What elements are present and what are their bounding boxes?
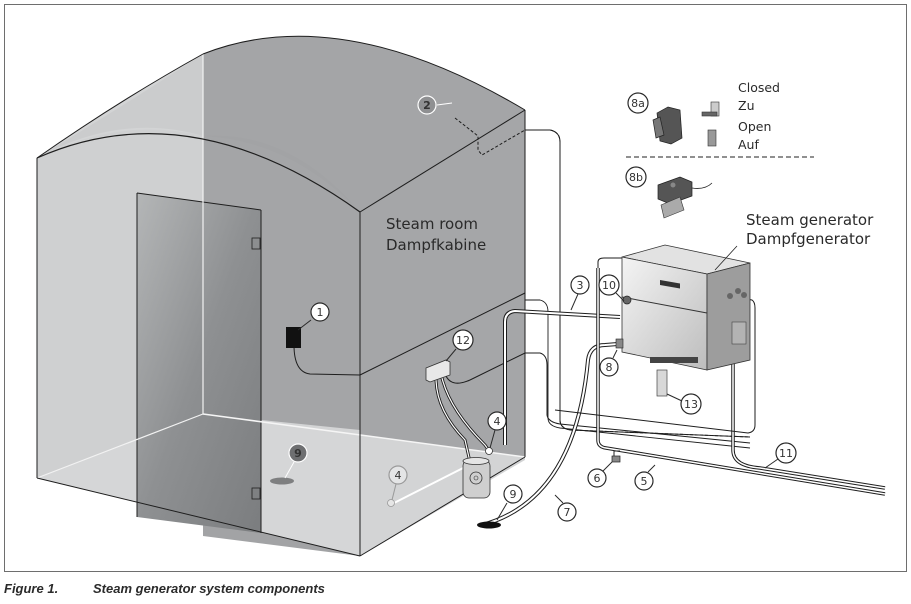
callout-number-4b: 4 [395, 469, 402, 482]
callout-number-7: 7 [564, 506, 571, 519]
callout-number-9b: 9 [510, 488, 517, 501]
manual-valve-8a [652, 101, 720, 147]
callout-circle-3 [570, 275, 590, 295]
power-cable [731, 310, 886, 490]
callout-4a: 4 [487, 411, 507, 449]
valve-closed-label: Closed Zu [738, 80, 784, 113]
steam-room [36, 35, 526, 557]
valve-open-label: Open Auf [738, 119, 775, 152]
pipes [293, 117, 886, 527]
callout-leader-9a [284, 461, 295, 479]
cabin-roof-left [37, 54, 203, 158]
callout-leader-7 [554, 494, 564, 504]
callout-leader-1 [297, 319, 312, 331]
cabin-floor-front [203, 414, 525, 556]
solenoid-valve-8b [657, 176, 713, 219]
control-panel [286, 327, 301, 348]
valve-fitting-4 [387, 447, 493, 507]
callout-number-11: 11 [779, 447, 793, 460]
control-panel-cable [293, 344, 361, 376]
callout-circle-8b [625, 166, 647, 188]
callout-2: 2 [417, 95, 453, 115]
callout-circle-10 [598, 274, 620, 296]
figure-caption: Figure 1. Steam generator system componen… [4, 581, 325, 596]
steam-generator-label: Steam generator Dampfgenerator [746, 211, 878, 248]
callout-4b: 4 [388, 465, 408, 501]
callout-9b: 9 [496, 484, 523, 521]
callout-6: 6 [587, 461, 613, 488]
junction-cable [445, 352, 751, 444]
callout-number-12: 12 [456, 334, 470, 347]
callout-number-4a: 4 [494, 415, 501, 428]
callout-number-6: 6 [594, 472, 601, 485]
cabin-roof [203, 36, 525, 212]
callout-number-5: 5 [641, 475, 648, 488]
callout-circle-4b [388, 465, 408, 485]
steam-generator-leader [714, 245, 738, 271]
callout-circle-1 [310, 302, 330, 322]
callout-circle-8a [627, 92, 649, 114]
glass-door [137, 193, 261, 533]
callout-circle-5 [634, 471, 654, 491]
callout-leader-13 [666, 393, 683, 402]
callout-circle-11 [775, 442, 797, 464]
callout-leader-6 [602, 461, 613, 472]
callout-number-3: 3 [577, 279, 584, 292]
callout-leader-3 [570, 293, 579, 311]
callout-13: 13 [666, 393, 702, 415]
callout-leader-2 [436, 102, 453, 106]
callout-leader-9b [496, 502, 508, 521]
shutoff-valve-6 [611, 450, 621, 463]
callout-circle-6 [587, 468, 607, 488]
callout-number-8b: 8b [629, 171, 643, 184]
figure-title: Steam generator system components [93, 581, 325, 596]
floor-drain-outside [477, 521, 501, 529]
callout-number-13: 13 [684, 398, 698, 411]
steam-generator-unit [615, 244, 751, 397]
callout-leader-5 [647, 464, 656, 473]
steam-room-label: Steam room Dampfkabine [386, 215, 486, 254]
callout-number-2: 2 [423, 99, 431, 112]
callout-9a: 9 [284, 443, 308, 479]
floor-drain-inside [270, 477, 294, 485]
callout-leader-4a [489, 429, 496, 449]
hidden-pipe [393, 465, 468, 504]
figure-number: Figure 1. [4, 581, 59, 596]
callout-number-8: 8 [606, 361, 613, 374]
callout-3: 3 [570, 275, 590, 311]
callout-number-10: 10 [602, 279, 616, 292]
callout-circle-7 [557, 502, 577, 522]
callout-10: 10 [598, 274, 625, 302]
callout-circle-9b [503, 484, 523, 504]
callout-5: 5 [634, 464, 656, 491]
door-hinge-top [251, 237, 261, 250]
callout-11: 11 [764, 442, 797, 469]
callout-number-9a: 9 [294, 447, 302, 460]
callout-circle-8 [599, 357, 619, 377]
fragrance-pump-cup [462, 457, 491, 499]
callout-8b: 8b [625, 166, 647, 188]
callout-leader-4b [391, 483, 397, 501]
callout-leader-11 [764, 458, 779, 469]
callout-circle-12 [452, 329, 474, 351]
callout-leader-12 [445, 348, 457, 362]
callout-1: 1 [297, 302, 330, 331]
door-hinge-bottom [251, 487, 261, 500]
callout-8a: 8a [627, 92, 649, 114]
callout-leader-8 [612, 349, 618, 359]
callout-circle-13 [680, 393, 702, 415]
callout-circle-4a [487, 411, 507, 431]
callout-number-1: 1 [317, 306, 324, 319]
callout-circle-2 [417, 95, 437, 115]
callout-leader-10 [615, 292, 625, 302]
callout-7: 7 [554, 494, 577, 522]
callout-8: 8 [599, 349, 619, 377]
callout-circle-9a [288, 443, 308, 463]
callout-number-8a: 8a [631, 97, 645, 110]
junction-box [425, 359, 451, 383]
callout-12: 12 [445, 329, 474, 362]
